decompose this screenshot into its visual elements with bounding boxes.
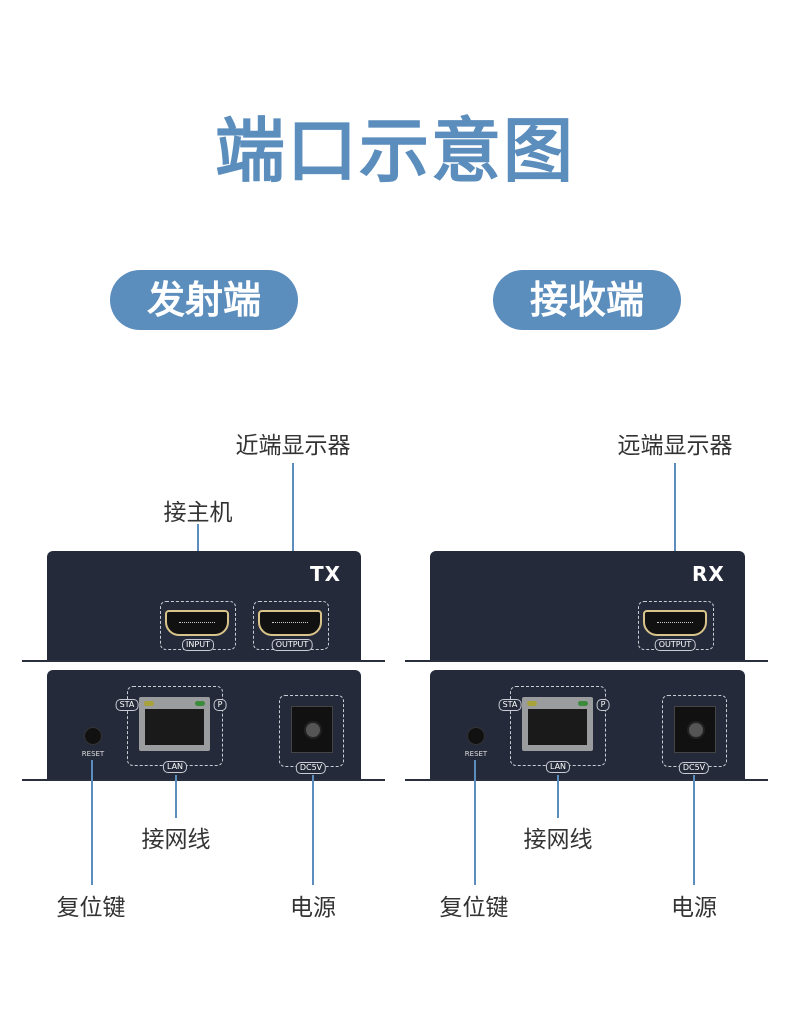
reset-button: [467, 727, 485, 745]
hdmi-input-port: [165, 610, 229, 636]
divider: [22, 779, 385, 781]
rx-power-label: 电源: [671, 895, 717, 921]
reset-tag: RESET: [464, 750, 488, 758]
rx-logo: RX: [692, 562, 725, 586]
dc-jack: [291, 706, 333, 753]
reset-button: [84, 727, 102, 745]
tx-reset-label: 复位键: [56, 895, 126, 921]
tx-input-label: 接主机: [163, 500, 233, 526]
hdmi-output-port: [258, 610, 322, 636]
tx-logo: TX: [310, 562, 342, 586]
dc-tag: DC5V: [678, 762, 710, 774]
rj45-port: [522, 697, 593, 751]
p-tag: P: [213, 699, 227, 711]
input-tag: INPUT: [182, 639, 214, 651]
tx-output-label: 近端显示器: [235, 433, 351, 459]
output-tag: OUTPUT: [654, 639, 696, 651]
hdmi-output-port: [643, 610, 707, 636]
lan-tag: LAN: [545, 761, 571, 773]
rx-reset-label: 复位键: [439, 895, 509, 921]
dc-jack: [674, 706, 716, 753]
leader-line: [91, 760, 93, 885]
divider: [405, 779, 768, 781]
rx-output-label: 远端显示器: [617, 433, 733, 459]
sta-tag: STA: [498, 699, 522, 711]
leader-line: [557, 775, 559, 818]
rx-heading: 接收端: [493, 270, 681, 330]
leader-line: [693, 775, 695, 885]
dc-tag: DC5V: [295, 762, 327, 774]
tx-heading: 发射端: [110, 270, 298, 330]
reset-tag: RESET: [81, 750, 105, 758]
divider: [405, 660, 768, 662]
leader-line: [312, 775, 314, 885]
page-title: 端口示意图: [215, 110, 575, 192]
leader-line: [474, 760, 476, 885]
lan-tag: LAN: [162, 761, 188, 773]
rj45-port: [139, 697, 210, 751]
tx-lan-label: 接网线: [141, 827, 211, 853]
sta-tag: STA: [115, 699, 139, 711]
leader-line: [175, 775, 177, 818]
leader-line: [674, 463, 676, 601]
rx-lan-label: 接网线: [523, 827, 593, 853]
leader-line: [292, 463, 294, 601]
output-tag: OUTPUT: [271, 639, 313, 651]
divider: [22, 660, 385, 662]
p-tag: P: [596, 699, 610, 711]
tx-power-label: 电源: [290, 895, 336, 921]
